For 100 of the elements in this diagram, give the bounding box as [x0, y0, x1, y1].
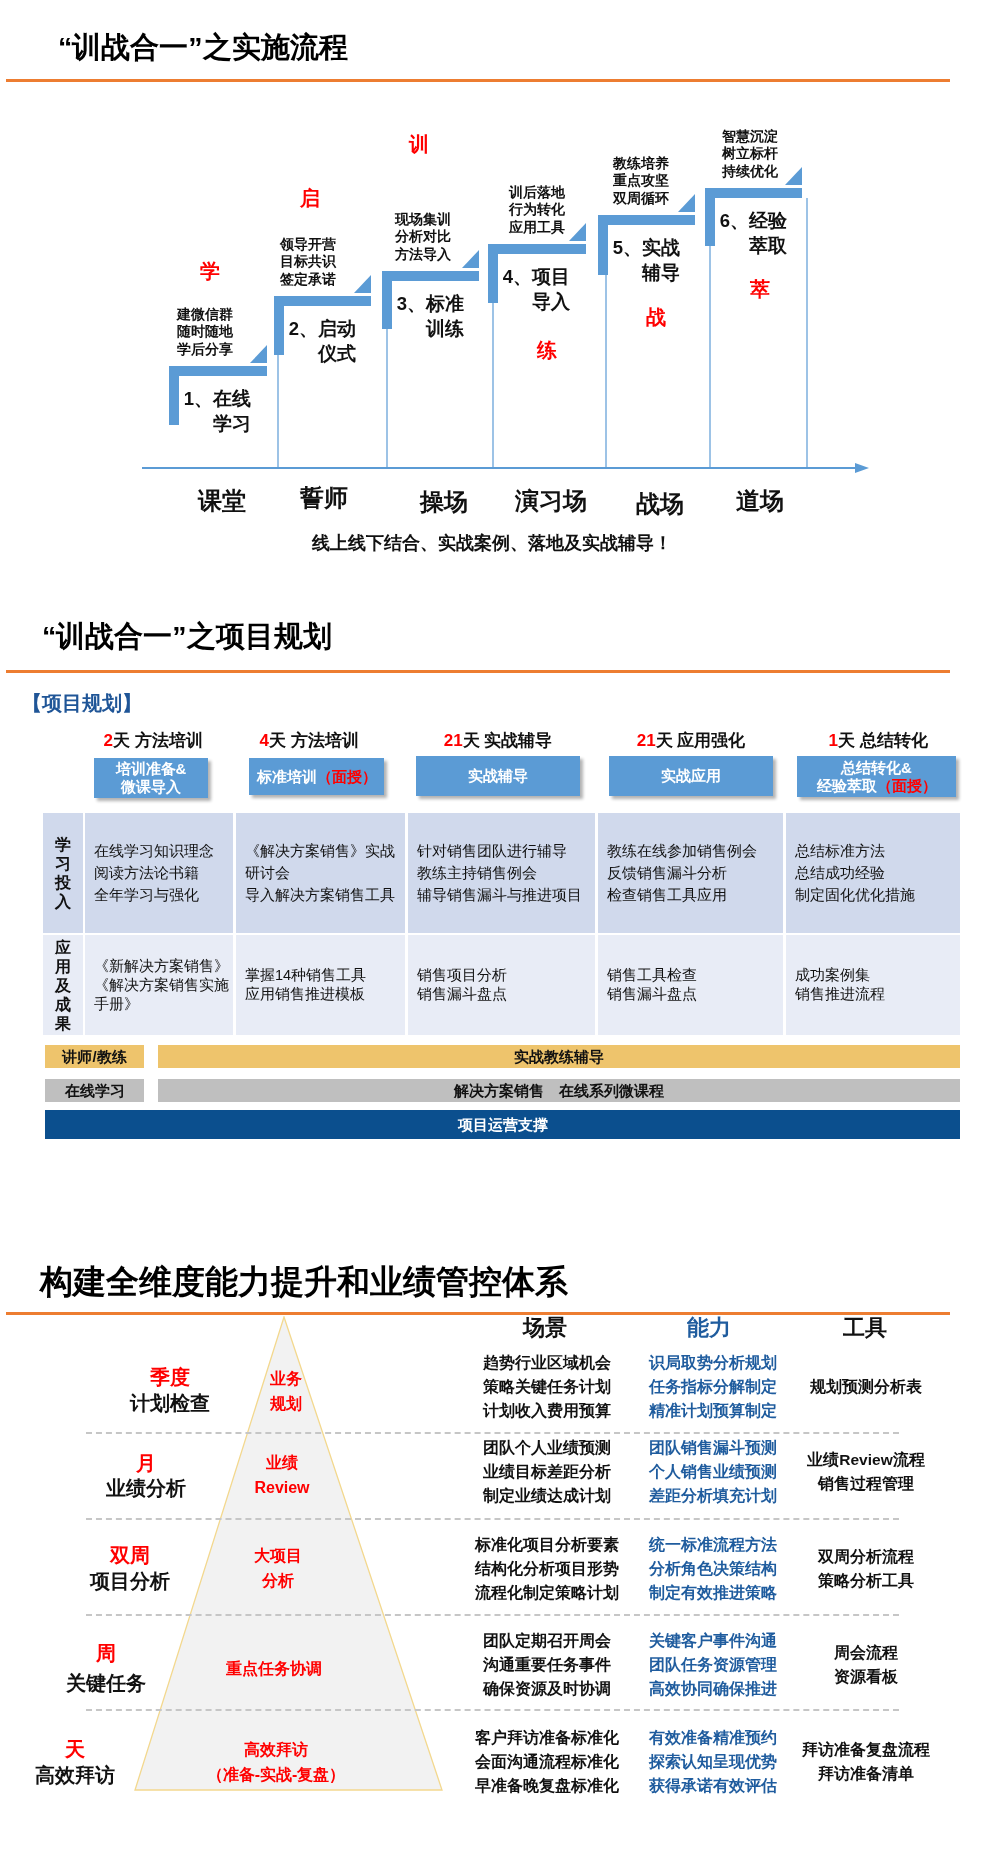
step-label: 5、实战辅导	[611, 236, 680, 285]
review-label: 高效拜访	[35, 1762, 115, 1788]
capability-text: 制定有效推进策略	[649, 1583, 777, 1603]
cell-text: 阅读方法论书籍	[94, 864, 199, 883]
step-note: 领导开营	[280, 235, 336, 253]
tool-text: 策略分析工具	[818, 1571, 914, 1591]
cadence-label: 季度	[150, 1364, 190, 1390]
scenario-text: 业绩目标差距分析	[483, 1462, 611, 1482]
column-header: 工具	[843, 1314, 887, 1342]
scenario-text: 计划收入费用预算	[483, 1401, 611, 1421]
cell-text: 制定固化优化措施	[795, 886, 915, 905]
stage-character: 战	[646, 304, 666, 330]
tool-text: 业绩Review流程	[807, 1450, 925, 1470]
tool-text: 销售过程管理	[818, 1474, 914, 1494]
cell-text: 总结成功经验	[795, 864, 885, 883]
stage-character: 练	[537, 337, 557, 363]
column-header: 能力	[687, 1314, 731, 1342]
review-label: 项目分析	[90, 1568, 170, 1594]
cell-text: 掌握14种销售工具	[245, 966, 367, 985]
pyramid-label: 业务规划	[269, 1369, 303, 1414]
step-note: 目标共识	[280, 252, 336, 270]
phase-box: 总结转化& 经验萃取（面授）	[797, 756, 956, 797]
row-header: 应用及成果	[43, 935, 83, 1035]
step-label: 6、经验萃取	[718, 209, 787, 258]
capability-text: 分析角色决策结构	[649, 1559, 777, 1579]
step-note: 随时随地	[177, 322, 233, 340]
scenario-text: 早准备晚复盘标准化	[475, 1776, 619, 1796]
tool-text: 资源看板	[834, 1667, 898, 1687]
step-note: 树立标杆	[722, 144, 778, 162]
scenario-text: 趋势行业区域机会	[483, 1353, 611, 1373]
step-note: 智慧沉淀	[722, 127, 778, 145]
plan-cell	[786, 813, 960, 933]
cell-text: 辅导销售漏斗与推进项目	[417, 886, 582, 905]
step-label: 3、标准训练	[395, 292, 464, 341]
column-header: 场景	[523, 1314, 567, 1342]
scenario-text: 会面沟通流程标准化	[475, 1752, 619, 1772]
step-note: 教练培养	[613, 154, 669, 172]
section-heading: “训战合一”之实施流程	[58, 30, 348, 66]
scenario-text: 团队个人业绩预测	[483, 1438, 611, 1458]
venue-label: 战场	[636, 490, 684, 520]
cell-text: 检查销售工具应用	[607, 886, 727, 905]
capability-text: 个人销售业绩预测	[649, 1462, 777, 1482]
step-note: 训后落地	[509, 183, 565, 201]
tool-text: 拜访准备复盘流程	[802, 1740, 930, 1760]
review-label: 关键任务	[66, 1670, 146, 1696]
step-note: 建微信群	[177, 305, 233, 323]
venue-label: 道场	[736, 487, 784, 517]
venue-label: 课堂	[198, 487, 246, 517]
phase-duration: 4天 方法培训	[259, 730, 359, 752]
phase-duration: 1天 总结转化	[828, 730, 928, 752]
phase-duration: 21天 应用强化	[636, 730, 746, 752]
cell-text: 反馈销售漏斗分析	[607, 864, 727, 883]
step-note: 分析对比	[395, 227, 451, 245]
stage-character: 萃	[750, 276, 770, 302]
tool-text: 双周分析流程	[818, 1547, 914, 1567]
cell-text: 《新解决方案销售》	[94, 956, 229, 976]
capability-text: 任务指标分解制定	[649, 1377, 777, 1397]
plan-cell	[408, 813, 595, 933]
capability-text: 团队任务资源管理	[649, 1655, 777, 1675]
step-label: 2、启动仪式	[287, 317, 356, 366]
review-label: 业绩分析	[106, 1475, 186, 1501]
scenario-text: 确保资源及时协调	[483, 1679, 611, 1699]
step-note: 双周循环	[613, 189, 669, 207]
capability-text: 团队销售漏斗预测	[649, 1438, 777, 1458]
capability-text: 识局取势分析规划	[649, 1353, 777, 1373]
step-note: 持续优化	[722, 162, 778, 180]
scenario-text: 团队定期召开周会	[483, 1631, 611, 1651]
cadence-label: 周	[96, 1640, 116, 1666]
capability-text: 有效准备精准预约	[649, 1728, 777, 1748]
cell-text: 应用销售推进模板	[245, 985, 365, 1004]
capability-text: 探索认知呈现优势	[649, 1752, 777, 1772]
step-note: 学后分享	[177, 340, 233, 358]
cell-text: 导入解决方案销售工具	[245, 886, 395, 905]
scenario-text: 流程化制定策略计划	[475, 1583, 619, 1603]
step-label: 1、在线学习	[182, 387, 251, 436]
step-note: 现场集训	[395, 210, 451, 228]
cell-text: 教练主持销售例会	[417, 864, 537, 883]
pyramid-label: 高效拜访	[244, 1739, 308, 1760]
cell-text: 成功案例集	[795, 966, 870, 985]
scenario-text: 沟通重要任务事件	[483, 1655, 611, 1675]
phase-box: 培训准备&微课导入	[94, 758, 208, 798]
pyramid-label: 业绩Review	[253, 1453, 311, 1498]
cell-text: 《解决方案销售实施手册》	[94, 975, 229, 1014]
cadence-label: 月	[136, 1450, 156, 1476]
operations-bar: 项目运营支撑	[45, 1110, 960, 1139]
phase-duration: 21天 实战辅导	[443, 730, 553, 752]
phase-duration: 2天 方法培训	[103, 730, 203, 752]
course-bar: 解决方案销售 在线系列微课程	[158, 1079, 960, 1102]
cell-text: 针对销售团队进行辅导	[417, 842, 567, 861]
step-label: 4、项目导入	[501, 265, 570, 314]
section-heading: 构建全维度能力提升和业绩管控体系	[40, 1262, 568, 1302]
cell-text: 全年学习与强化	[94, 886, 199, 905]
scenario-text: 标准化项目分析要素	[475, 1535, 619, 1555]
cadence-label: 双周	[110, 1542, 150, 1568]
role-tag: 在线学习	[45, 1079, 144, 1102]
venue-label: 誓师	[300, 484, 348, 514]
cell-text: 销售推进流程	[795, 985, 885, 1004]
plan-cell	[85, 813, 233, 933]
tool-text: 规划预测分析表	[810, 1377, 922, 1397]
cell-text: 销售漏斗盘点	[607, 985, 697, 1004]
